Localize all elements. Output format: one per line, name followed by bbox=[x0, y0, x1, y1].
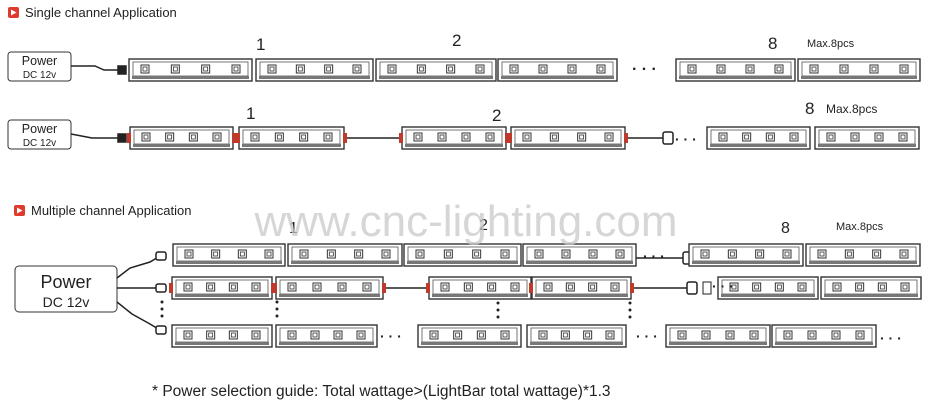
bar-number-2: 2 bbox=[452, 31, 461, 50]
bar-number-1: 1 bbox=[246, 104, 255, 123]
section-multiple-title: Multiple channel Application bbox=[31, 203, 191, 218]
light-bar bbox=[675, 58, 796, 82]
wires bbox=[70, 65, 690, 331]
light-bar bbox=[665, 324, 771, 348]
ellipsis: · · · bbox=[643, 248, 665, 264]
light-bar bbox=[717, 276, 819, 300]
section-single-title: Single channel Application bbox=[25, 5, 177, 20]
power-box-3: Power DC 12v bbox=[14, 265, 118, 313]
power-label: Power bbox=[22, 54, 57, 68]
bar-number-8: 8 bbox=[781, 220, 790, 237]
bar-number-1: 1 bbox=[256, 35, 265, 54]
ellipsis: · · · bbox=[675, 131, 697, 147]
power-voltage: DC 12v bbox=[43, 294, 90, 310]
light-bar bbox=[403, 243, 522, 267]
power-voltage: DC 12v bbox=[23, 70, 56, 81]
light-bar bbox=[508, 126, 628, 150]
footnote: * Power selection guide: Total wattage>(… bbox=[152, 383, 611, 400]
power-label: Power bbox=[40, 272, 91, 292]
light-bar bbox=[399, 126, 509, 150]
ellipsis: · · · bbox=[380, 328, 402, 344]
max-label: Max.8pcs bbox=[836, 221, 884, 233]
light-bar bbox=[771, 324, 877, 348]
light-bars bbox=[127, 58, 922, 348]
light-bar bbox=[522, 243, 637, 267]
ellipsis: · · · bbox=[632, 61, 657, 78]
ellipsis: · · · bbox=[636, 328, 658, 344]
light-bar bbox=[127, 126, 236, 150]
light-bar bbox=[688, 243, 804, 267]
play-icon bbox=[17, 207, 23, 214]
light-bar bbox=[236, 126, 347, 150]
light-bar bbox=[275, 324, 378, 348]
max-label: Max.8pcs bbox=[826, 102, 877, 116]
light-bar bbox=[273, 276, 386, 300]
light-bar bbox=[169, 276, 275, 300]
light-bar bbox=[797, 58, 921, 82]
light-bar bbox=[526, 324, 627, 348]
power-box-1: Power DC 12v bbox=[7, 51, 72, 82]
light-bar bbox=[171, 324, 273, 348]
light-bar bbox=[814, 126, 920, 150]
bar-number-1: 1 bbox=[289, 220, 298, 237]
light-bar bbox=[417, 324, 522, 348]
light-bar bbox=[529, 276, 634, 300]
light-bar bbox=[172, 243, 286, 267]
light-bar bbox=[820, 276, 922, 300]
light-bar bbox=[426, 276, 534, 300]
light-bar bbox=[255, 58, 374, 82]
light-bar bbox=[375, 58, 497, 82]
vertical-ellipsis bbox=[160, 300, 632, 319]
bar-number-8: 8 bbox=[805, 99, 814, 118]
max-label: Max.8pcs bbox=[807, 38, 855, 50]
light-bar bbox=[706, 126, 811, 150]
bar-number-8: 8 bbox=[768, 34, 777, 53]
watermark: www.cnc-lighting.com bbox=[253, 197, 677, 246]
power-label: Power bbox=[22, 122, 57, 136]
play-icon bbox=[11, 9, 17, 16]
light-bar bbox=[805, 243, 921, 267]
light-bar bbox=[128, 58, 253, 82]
ellipsis: · · · bbox=[880, 330, 902, 346]
light-bar bbox=[497, 58, 618, 82]
ellipsis: · · · bbox=[712, 278, 734, 294]
bar-number-2: 2 bbox=[492, 106, 501, 125]
bar-number-2: 2 bbox=[479, 217, 488, 234]
light-bar bbox=[287, 243, 403, 267]
power-box-2: Power DC 12v bbox=[7, 119, 72, 150]
power-voltage: DC 12v bbox=[23, 138, 56, 149]
